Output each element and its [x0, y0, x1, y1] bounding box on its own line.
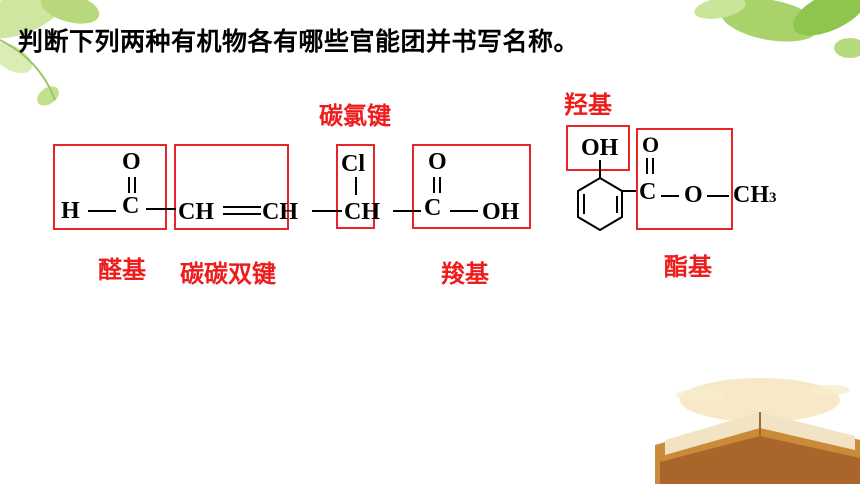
alkene-box [174, 144, 289, 230]
label-hydroxyl: 羟基 [564, 91, 612, 119]
bond-C1-CH [146, 208, 176, 210]
bond-H-C [88, 210, 116, 212]
atom-C1: C [122, 193, 140, 219]
bond-C-O [661, 195, 679, 197]
atom-CH3: CH3 [733, 183, 777, 207]
label-ester: 酯基 [664, 253, 712, 281]
bond-C2-OH [450, 210, 478, 212]
label-carbon-chlorine: 碳氯键 [319, 102, 391, 130]
book-decoration-icon [655, 378, 860, 484]
bond-CH-CH-c [312, 210, 342, 212]
leaf-decoration-top-right-icon [694, 0, 860, 58]
leaf-decoration-top-left-icon [0, 0, 100, 106]
page-title: 判断下列两种有机物各有哪些官能团并书写名称。 [18, 27, 580, 56]
bond-C1-O1-b [134, 177, 136, 193]
ester-box [636, 128, 733, 230]
bond-C2-O2-b [439, 177, 441, 193]
atom-CH-a: CH [178, 199, 214, 225]
carbon-chlorine-box [336, 144, 375, 229]
bond-C-O-double-a [646, 158, 648, 174]
aldehyde-box [53, 144, 167, 230]
atom-OH-2: OH [581, 135, 619, 161]
bond-CH-C2 [393, 210, 421, 212]
atom-C-ester: C [639, 179, 657, 205]
atom-Cl: Cl [341, 151, 365, 177]
atom-O-double: O [642, 132, 660, 157]
label-aldehyde: 醛基 [98, 256, 146, 284]
bond-O-CH3 [707, 195, 729, 197]
atom-O-ester: O [684, 182, 703, 208]
atom-CH-b: CH [262, 199, 298, 225]
atom-C2: C [424, 195, 442, 221]
carboxyl-box [412, 144, 531, 229]
atom-CH3-subscript: 3 [769, 190, 777, 206]
atom-CH3-main: CH [733, 182, 769, 208]
atom-O1: O [122, 149, 141, 175]
atom-OH: OH [482, 199, 520, 225]
hydroxyl-box [566, 125, 630, 171]
atom-O2: O [428, 149, 447, 175]
bond-CH-CH-double-a [223, 206, 261, 208]
bond-C-O-double-b [652, 158, 654, 174]
bond-C2-O2-a [433, 177, 435, 193]
bond-C1-O1-a [128, 177, 130, 193]
bond-C-Cl [355, 177, 357, 195]
label-alkene: 碳碳双键 [180, 260, 276, 288]
bond-CH-CH-double-b [223, 213, 261, 215]
atom-H: H [61, 198, 80, 224]
atom-CH-c: CH [344, 199, 380, 225]
label-carboxyl: 羧基 [441, 260, 489, 288]
benzene-ring-icon [577, 160, 636, 232]
